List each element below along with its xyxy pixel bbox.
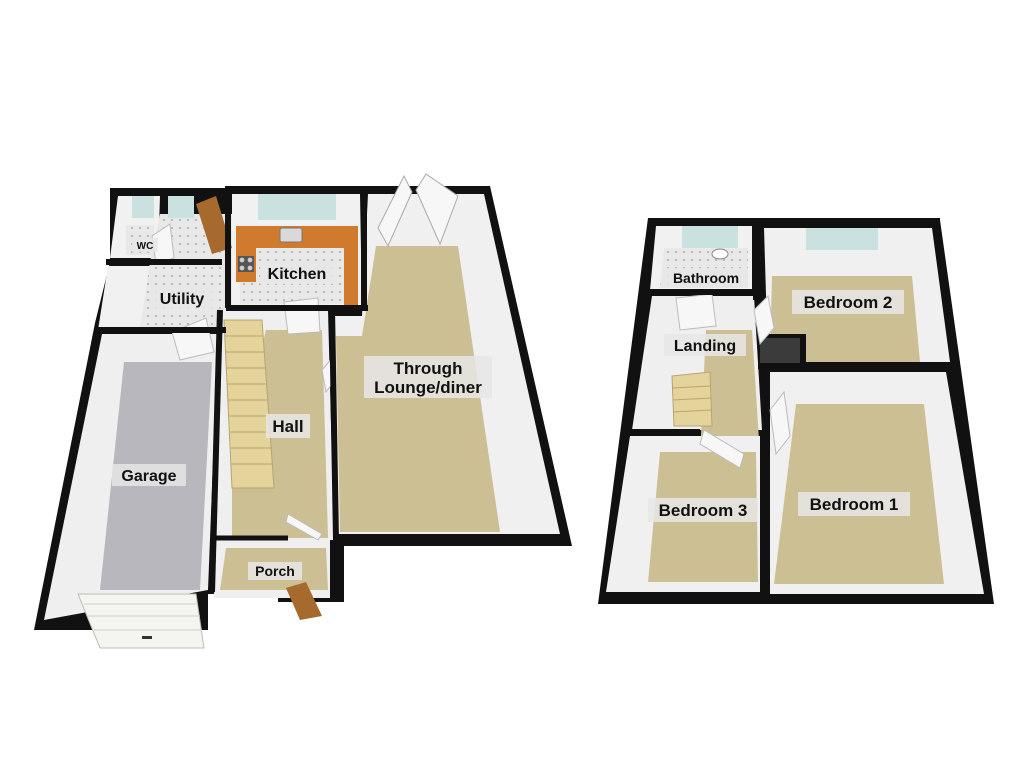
label-bg: [150, 287, 214, 309]
airing-cupboard-inner: [760, 338, 800, 364]
room-label-utility: Utility: [160, 291, 205, 308]
hob-ring: [239, 265, 245, 271]
bathroom-basin: [711, 248, 729, 260]
patio-door-left: [377, 174, 413, 248]
garage-door-handle: [142, 636, 152, 639]
room-label-bedroom3: Bedroom 3: [659, 501, 748, 520]
bedroom2-door: [753, 294, 775, 346]
bedroom2-window: [806, 228, 878, 250]
label-bg: [648, 498, 758, 522]
kitchen-sink: [279, 227, 303, 243]
room-label-bedroom2: Bedroom 2: [804, 293, 893, 312]
room-label-bathroom: Bathroom: [673, 270, 739, 286]
patio-door-right: [415, 173, 459, 246]
wc-window: [132, 196, 154, 218]
room-label-lounge-line2: Lounge/diner: [374, 378, 482, 397]
bathroom-door: [675, 293, 717, 331]
bedroom1-door: [769, 390, 791, 456]
bathroom-window: [682, 226, 738, 248]
label-bg: [364, 356, 492, 398]
room-label-hall: Hall: [272, 417, 303, 436]
label-bg: [664, 268, 748, 288]
first-staircase: [671, 371, 713, 427]
ground-floor-plan: WC Utility Kitchen Garage Hall Through L…: [34, 173, 572, 649]
ground-staircase: [223, 319, 275, 489]
partition-wall: [209, 309, 223, 593]
label-bg: [664, 334, 746, 356]
hob-ring: [247, 265, 253, 271]
room-label-garage: Garage: [121, 468, 176, 485]
label-bg: [792, 290, 904, 314]
kitchen-counter: [236, 226, 358, 306]
front-door: [286, 582, 322, 620]
room-label-lounge-line1: Through: [394, 359, 463, 378]
room-label-landing: Landing: [674, 338, 736, 355]
utility-window: [168, 196, 194, 218]
hob-ring: [247, 257, 253, 263]
bedroom3-door: [699, 429, 745, 469]
room-label-wc: WC: [137, 241, 154, 252]
utility-wc-door: [151, 223, 175, 265]
kitchen-window: [258, 194, 336, 220]
first-floor-plan: Bathroom Bedroom 2 Landing Bedroom 3 Bed…: [598, 218, 994, 604]
back-door: [196, 196, 232, 254]
label-bg: [260, 262, 334, 284]
label-bg: [798, 492, 910, 516]
label-bg: [112, 464, 186, 486]
porch-hall-door: [285, 513, 323, 541]
room-label-porch: Porch: [255, 563, 295, 579]
label-bg: [248, 562, 302, 580]
garage-door: [77, 593, 205, 649]
hob-ring: [239, 257, 245, 263]
landing-floor: [700, 330, 760, 456]
label-bg: [132, 238, 158, 252]
room-label-bedroom1: Bedroom 1: [810, 495, 899, 514]
label-bg: [266, 414, 310, 438]
partition-wall: [329, 307, 339, 541]
kitchen-hall-door: [283, 297, 321, 335]
room-label-kitchen: Kitchen: [268, 266, 327, 283]
